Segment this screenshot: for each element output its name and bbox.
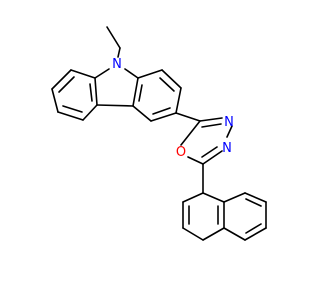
oxadiazole-nitrogen-right-label: N [222,141,232,156]
carbazole-pyrrole-bond-5 [96,104,134,107]
left-ring-bond-1 [70,69,96,79]
naph-b-bond-4-inner [245,223,262,234]
molecule-structure: N N N O [0,0,300,300]
right-ring-bond-4 [150,112,177,122]
oxadiazole-nitrogen-top-label: N [224,115,234,130]
naph-b-bond-1 [223,192,246,203]
carbazole-pyrrole-bond-4 [132,77,139,107]
carbazole-pyrrole-bond-3 [94,77,98,106]
naph-a-bond-6 [202,192,225,203]
oxadiazole-bond-c5-o1 [187,156,204,165]
right-ring-bond-1 [137,69,163,79]
bonds [51,26,267,241]
left-ring-bond-2 [51,69,72,90]
naph-b-bond-2-inner [245,198,262,207]
oxadiazole-bond-n4-c5-double [201,146,218,158]
naph-b-bond-5 [223,227,246,241]
oxadiazole-bond-o1-c2 [180,120,201,146]
oxadiazole-oxygen-label: O [176,145,186,160]
background [0,0,300,300]
right-ring-bond-3 [175,87,182,114]
carbazole-pyrrole-bond-1 [94,68,110,79]
left-ring-bond-5 [82,104,98,121]
carbazole-pyrrole-bond-2 [124,68,139,79]
ethyl-bond-1 [106,26,121,49]
left-ring-bond-2-inner [58,76,75,93]
atom-labels: N N N O [112,57,234,160]
oxadiazole-bond-c2-n3 [199,117,223,122]
right-ring-bond-2 [161,69,182,89]
oxadiazole-bond-c2-n3-double [201,123,222,128]
carbazole-oxadiazole-bond [175,112,201,122]
right-ring-bond-5 [132,105,152,122]
carbazole-nitrogen-label: N [112,57,122,72]
right-ring-bond-6-inner [138,84,143,102]
left-ring-bond-4 [57,111,84,121]
naph-b-bond-2 [244,192,267,203]
right-ring-bond-2-inner [159,77,175,92]
naph-a-bond-3 [182,227,204,241]
right-ring-bond-4-inner [152,107,171,115]
ethyl-bond-2 [117,47,121,58]
left-ring-bond-6-inner [89,83,93,102]
oxadiazole-bond-n3-n4 [226,125,233,138]
naph-a-bond-4 [202,227,225,241]
naph-b-bond-4 [244,227,267,241]
left-ring-bond-3 [51,88,59,113]
left-ring-bond-4-inner [62,105,83,113]
oxadiazole-bond-n4-c5 [202,150,223,165]
naph-a-bond-1 [182,192,204,203]
structure-canvas: N N N O [0,0,300,300]
